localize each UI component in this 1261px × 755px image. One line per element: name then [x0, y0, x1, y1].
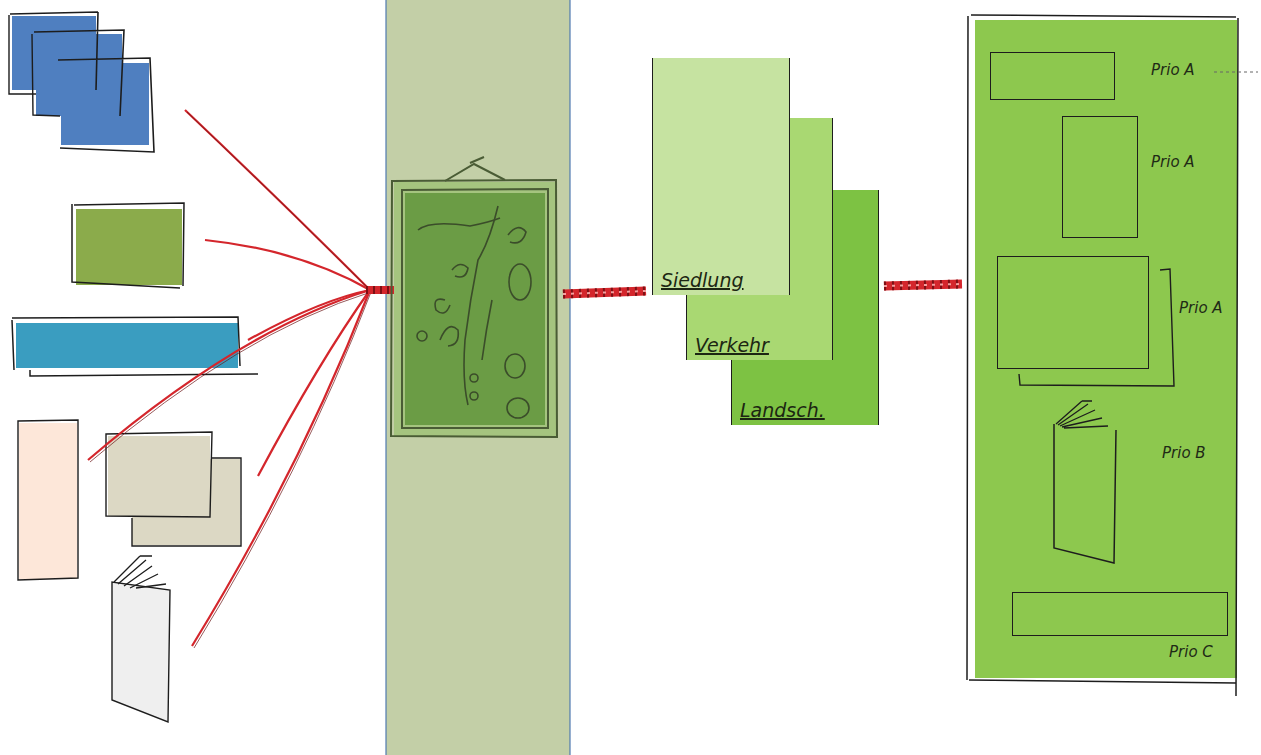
sketch-stroke — [19, 423, 77, 579]
sketch-stroke — [509, 264, 531, 300]
sketch-stroke — [417, 206, 531, 418]
theme-label: Siedlung — [661, 269, 744, 291]
sketch-stroke — [505, 354, 525, 378]
priority-box: Prio C — [1012, 592, 1228, 636]
sketch-stroke — [185, 110, 370, 290]
teal-bar — [12, 317, 258, 376]
sketch-stroke — [417, 331, 427, 341]
sketch-stroke — [61, 63, 149, 145]
theme-label: Verkehr — [695, 334, 769, 356]
sketch-stroke — [394, 182, 556, 436]
theme-sheet: Siedlung — [652, 58, 790, 295]
sketch-stroke — [563, 291, 646, 294]
sketch-stroke — [132, 459, 240, 545]
red-collector-lines — [88, 110, 371, 648]
sketch-stroke — [507, 398, 529, 418]
sketch-stroke — [440, 327, 458, 346]
sketch-stroke — [16, 323, 238, 368]
sketch-stroke — [418, 218, 500, 230]
sketch-stroke — [1214, 72, 1258, 73]
priority-label: Prio A — [1151, 61, 1195, 79]
sketch-stroke — [88, 290, 370, 460]
sketch-stroke — [508, 228, 526, 243]
sketch-stroke — [385, 0, 386, 755]
sketch-stroke — [10, 12, 154, 152]
sketch-stroke — [258, 290, 370, 476]
sketch-stroke — [366, 286, 398, 294]
sketch-stroke — [386, 0, 570, 755]
sketch-stroke — [967, 15, 1238, 696]
sketch-stroke — [445, 157, 505, 181]
sketch-stroke — [563, 291, 646, 294]
beige-document-stack — [106, 432, 241, 546]
priority-box: Prio A — [997, 256, 1149, 369]
sketch-stroke — [76, 209, 182, 285]
sketch-stroke — [482, 300, 492, 360]
sketch-stroke — [72, 203, 184, 288]
theme-label: Landsch. — [740, 399, 825, 421]
grey-booklet — [112, 556, 170, 722]
green-band — [386, 0, 570, 755]
sketch-stroke — [563, 291, 646, 294]
sketch-stroke — [975, 20, 1237, 678]
sketch-stroke — [464, 206, 498, 405]
booklet-outline — [1048, 398, 1120, 564]
blue-document-stack — [9, 12, 154, 152]
sketch-stroke — [405, 193, 545, 425]
sketch-stroke — [114, 556, 166, 588]
sketch-stroke — [106, 432, 241, 546]
sketch-stroke — [366, 286, 398, 294]
sketch-stroke — [470, 392, 478, 400]
sketch-stroke — [90, 112, 371, 648]
priority-booklet: Prio B — [1048, 398, 1120, 564]
sketch-stroke — [884, 284, 962, 286]
sketch-stroke — [12, 317, 258, 376]
sketch-stroke — [9, 15, 60, 116]
sketch-stroke — [192, 290, 370, 646]
booklet-page — [1054, 424, 1116, 563]
sketch-stroke — [112, 582, 170, 722]
sketch-stroke — [470, 374, 478, 382]
framed-map — [391, 157, 557, 437]
peach-document — [18, 420, 78, 580]
priority-panel — [967, 15, 1258, 696]
sketch-stroke — [391, 180, 557, 437]
sketch-stroke — [435, 299, 450, 313]
sketch-stroke — [884, 284, 962, 286]
priority-label: Prio B — [1162, 444, 1206, 462]
priority-box: Prio A — [990, 52, 1115, 100]
sketch-stroke — [452, 264, 468, 277]
sketch-stroke — [18, 420, 78, 580]
booklet-fan — [1056, 401, 1108, 428]
priority-label: Prio A — [1179, 299, 1223, 317]
sketch-stroke — [569, 0, 570, 755]
priority-box: Prio A — [1062, 116, 1138, 238]
priority-label: Prio A — [1151, 153, 1195, 171]
priority-label: Prio C — [1169, 643, 1213, 661]
olive-document — [72, 203, 184, 288]
sketch-stroke — [884, 284, 962, 286]
